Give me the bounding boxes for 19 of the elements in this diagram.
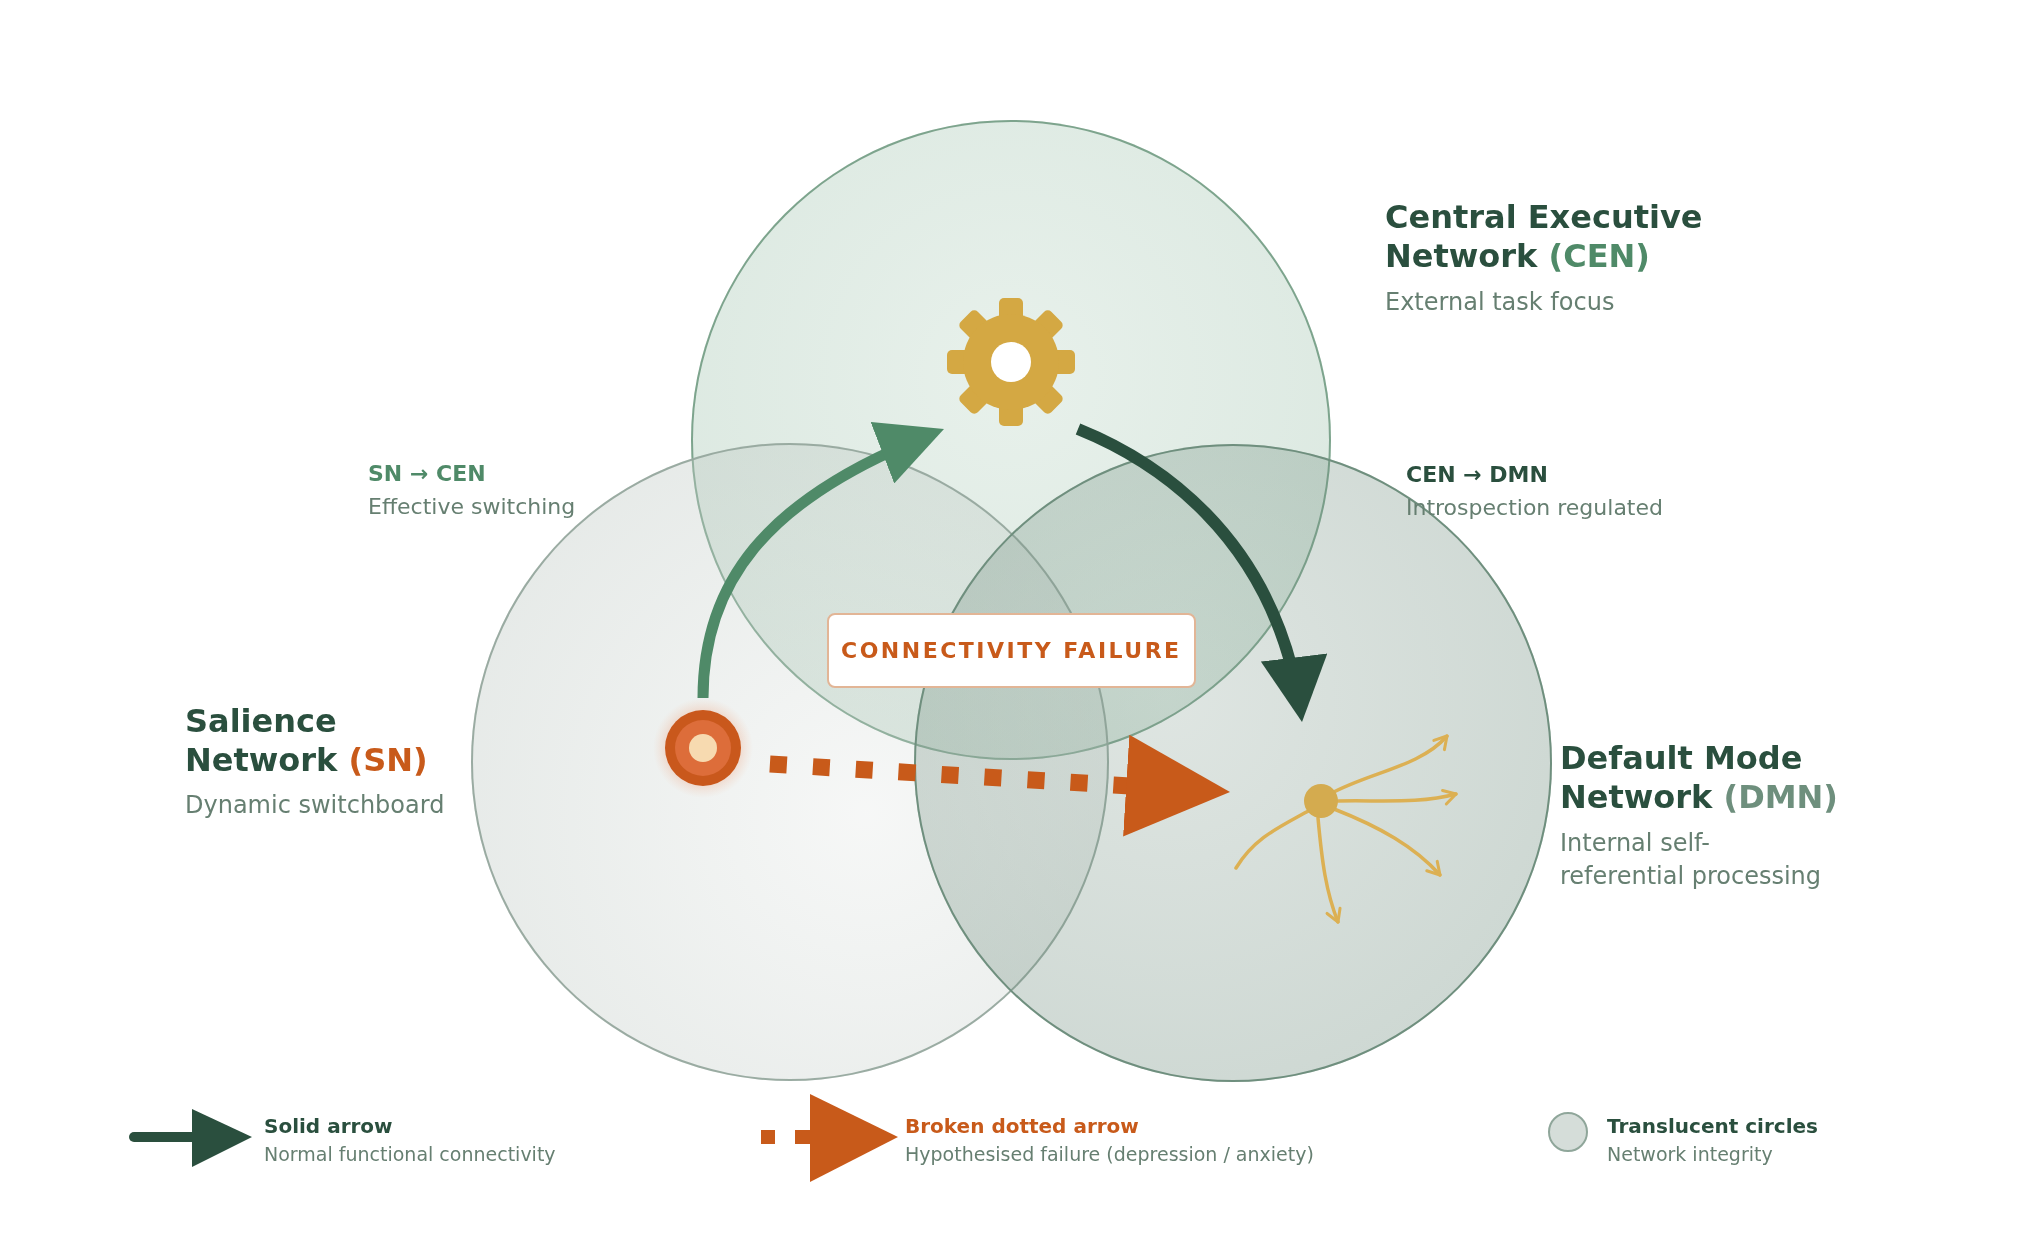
legend-title: Translucent circles [1607,1113,1818,1139]
glowing-dot-icon [653,698,753,798]
arrow [1075,423,1325,723]
legend-title: Broken dotted arrow [905,1113,1139,1139]
network-description: Internal self-referential processing [1560,828,1823,892]
legend-description: Hypothesised failure (depression / anxiety) [905,1142,1314,1167]
connection-title: CEN → DMN [1406,461,1548,489]
gear-icon [944,295,1078,429]
network-title: Salience Network (SN) [185,702,429,780]
network-description: Dynamic switchboard [185,790,446,820]
network-description: External task focus [1385,287,1616,317]
connection-note: Effective switching [368,493,576,521]
legend-title: Solid arrow [264,1113,393,1139]
legend-description: Normal functional connectivity [264,1142,556,1167]
legend-description: Network integrity [1607,1142,1773,1167]
network-title: Default Mode Network (DMN) [1560,739,1839,817]
connection-title: SN → CEN [368,460,486,488]
arrow [697,423,947,699]
network-title: Central Executive Network (CEN) [1385,198,1704,276]
